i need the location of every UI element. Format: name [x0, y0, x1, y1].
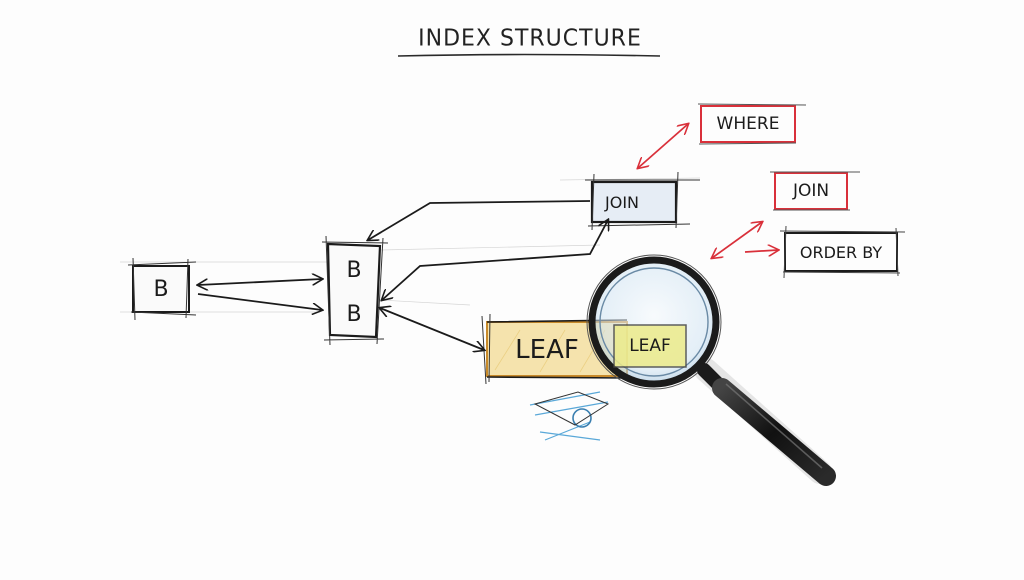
node-b-stack-bottom-label: B — [346, 301, 362, 327]
node-join-side-label: JOIN — [792, 181, 830, 201]
node-order-by-label: ORDER BY — [799, 242, 883, 262]
black-arrows — [197, 200, 608, 350]
arrow-b-to-bstack-top — [198, 279, 322, 285]
node-where-label: WHERE — [716, 114, 780, 134]
node-leaf-main: LEAF — [492, 324, 602, 376]
b-left-box — [127, 257, 197, 321]
red-arrows — [638, 124, 778, 258]
join-main-box — [585, 171, 700, 231]
node-b-stack-top-label: B — [346, 257, 362, 283]
title-underline — [397, 53, 661, 57]
node-join-main: JOIN — [592, 182, 652, 222]
node-join-main-label: JOIN — [605, 192, 639, 212]
node-b-left-label: B — [153, 276, 169, 302]
where-box — [697, 103, 807, 145]
node-b-left: B — [133, 266, 189, 312]
diagram-title: INDEX STRUCTURE — [418, 25, 642, 52]
node-b-stack-bottom: B — [330, 296, 378, 332]
arrow-bstack-join-lower — [382, 220, 608, 300]
node-b-stack-top: B — [330, 252, 378, 288]
node-leaf-magnified-label: LEAF — [629, 336, 671, 356]
node-where: WHERE — [701, 106, 795, 142]
eye-sketch-icon — [529, 391, 610, 441]
arrow-bstack-leaf — [380, 308, 484, 350]
order-by-box — [779, 225, 906, 279]
node-join-side: JOIN — [775, 173, 847, 209]
arrow-orderby — [744, 250, 778, 252]
node-order-by: ORDER BY — [785, 233, 897, 271]
arrow-join-where — [638, 124, 688, 168]
magnifying-glass-icon — [586, 254, 836, 486]
arrow-joinside-diag — [712, 222, 762, 258]
b-stack-box — [321, 235, 389, 346]
arrow-b-to-bstack-bottom — [197, 293, 322, 310]
node-leaf-main-label: LEAF — [515, 335, 579, 365]
join-side-box — [770, 171, 860, 211]
arrow-join-bstack — [368, 200, 591, 240]
node-leaf-magnified: LEAF — [614, 326, 686, 366]
